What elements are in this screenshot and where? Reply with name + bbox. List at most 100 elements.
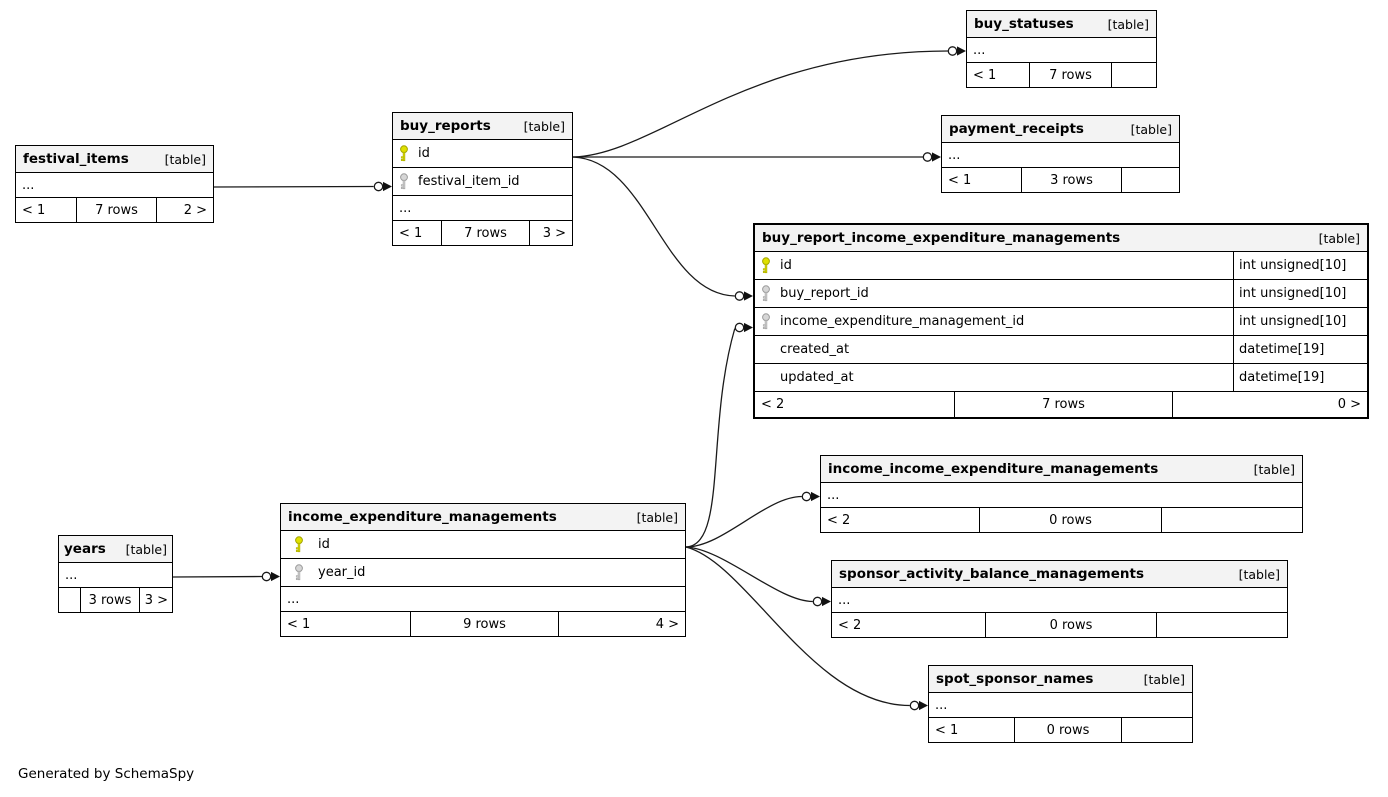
table-footer: < 1 7 rows 2 > xyxy=(16,198,213,222)
relationship-buy_reports-buy_report_income_expenditure_managements xyxy=(572,156,753,301)
zero-or-one-circle xyxy=(812,596,823,607)
row-count: 9 rows xyxy=(410,612,558,636)
table-tag: [table] xyxy=(1253,461,1295,477)
table-header: income_income_expenditure_managements [t… xyxy=(821,456,1302,483)
table-header: sponsor_activity_balance_managements [ta… xyxy=(832,561,1287,588)
row-count: 0 rows xyxy=(1014,718,1121,742)
child-count: 2 > xyxy=(156,198,213,222)
child-count xyxy=(1121,168,1179,192)
parent-count: < 2 xyxy=(761,397,785,412)
table-tag: [table] xyxy=(1238,566,1280,582)
table-footer: < 1 0 rows xyxy=(929,718,1192,742)
table-sponsor_activity_balance_managements: sponsor_activity_balance_managements [ta… xyxy=(831,560,1288,638)
relationship-buy_reports-payment_receipts xyxy=(573,152,941,162)
column-type: int unsigned[10] xyxy=(1233,252,1361,279)
crow-arrow-icon xyxy=(271,571,280,582)
table-header: buy_reports [table] xyxy=(393,113,572,140)
row-count: 7 rows xyxy=(76,198,156,222)
columns-ellipsis: ... xyxy=(967,38,1156,63)
column-row: id int unsigned[10] xyxy=(755,252,1367,280)
column-name: id xyxy=(418,146,430,161)
table-tag: [table] xyxy=(523,118,565,134)
zero-or-one-circle xyxy=(734,291,745,301)
columns-ellipsis: ... xyxy=(59,563,172,588)
table-name[interactable]: payment_receipts xyxy=(949,121,1084,137)
table-years: years [table] ... 3 rows 3 > xyxy=(58,535,173,613)
column-type: int unsigned[10] xyxy=(1233,280,1361,307)
parent-count: < 1 xyxy=(935,722,959,738)
crow-arrow-icon xyxy=(932,152,941,162)
table-name[interactable]: sponsor_activity_balance_managements xyxy=(839,566,1144,582)
child-count xyxy=(1111,63,1156,87)
zero-or-one-circle xyxy=(922,152,933,162)
column-type: datetime[19] xyxy=(1233,336,1361,363)
foreign-key-icon xyxy=(399,173,409,190)
table-name[interactable]: festival_items xyxy=(23,151,129,167)
foreign-key-icon xyxy=(761,285,771,302)
column-name: updated_at xyxy=(780,370,854,385)
column-name: income_expenditure_management_id xyxy=(780,314,1025,329)
table-name[interactable]: buy_report_income_expenditure_management… xyxy=(762,230,1121,246)
zero-or-one-circle xyxy=(909,700,920,711)
crow-arrow-icon xyxy=(822,596,831,607)
row-count: 0 rows xyxy=(979,508,1161,532)
column-row: buy_report_id int unsigned[10] xyxy=(755,280,1367,308)
columns-ellipsis: ... xyxy=(942,143,1179,168)
parent-count: < 1 xyxy=(22,202,46,218)
table-name[interactable]: buy_reports xyxy=(400,118,491,134)
crow-arrow-icon xyxy=(383,181,392,192)
table-tag: [table] xyxy=(1143,671,1185,687)
row-count: 7 rows xyxy=(954,392,1172,417)
column-name: festival_item_id xyxy=(418,174,520,189)
child-count xyxy=(1121,718,1192,742)
column-row: created_at datetime[19] xyxy=(755,336,1367,364)
table-name[interactable]: buy_statuses xyxy=(974,16,1074,32)
zero-or-one-circle xyxy=(734,322,745,333)
table-spot_sponsor_names: spot_sponsor_names [table] ... < 1 0 row… xyxy=(928,665,1193,743)
relationship-income_expenditure_managements-buy_report_income_expenditure_managements xyxy=(685,322,753,548)
table-tag: [table] xyxy=(125,541,167,557)
table-header: income_expenditure_managements [table] xyxy=(281,504,685,531)
table-header: payment_receipts [table] xyxy=(942,116,1179,143)
relationship-buy_reports-buy_statuses xyxy=(572,46,966,158)
crow-arrow-icon xyxy=(744,322,753,333)
column-row: updated_at datetime[19] xyxy=(755,364,1367,392)
primary-key-icon xyxy=(399,145,409,162)
table-name[interactable]: spot_sponsor_names xyxy=(936,671,1094,687)
table-name[interactable]: years xyxy=(64,541,106,557)
relationship-festival_items-buy_reports xyxy=(213,181,392,192)
crow-arrow-icon xyxy=(744,291,753,301)
table-header: spot_sponsor_names [table] xyxy=(929,666,1192,693)
table-name[interactable]: income_expenditure_managements xyxy=(288,509,557,525)
parent-count: < 2 xyxy=(838,617,862,633)
columns-ellipsis: ... xyxy=(16,173,213,198)
table-name[interactable]: income_income_expenditure_managements xyxy=(828,461,1159,477)
crow-arrow-icon xyxy=(811,491,820,502)
parent-count: < 1 xyxy=(399,225,423,241)
parent-count xyxy=(59,588,80,612)
parent-count: < 2 xyxy=(827,512,851,528)
child-count xyxy=(1156,613,1287,637)
column-row: income_expenditure_management_id int uns… xyxy=(755,308,1367,336)
column-name: year_id xyxy=(318,565,366,580)
columns-ellipsis: ... xyxy=(821,483,1302,508)
table-festival_items: festival_items [table] ... < 1 7 rows 2 … xyxy=(15,145,214,223)
zero-or-one-circle xyxy=(261,571,272,582)
column-row: id xyxy=(393,140,572,168)
columns-ellipsis: ... xyxy=(281,587,685,612)
table-tag: [table] xyxy=(1130,121,1172,137)
table-header: festival_items [table] xyxy=(16,146,213,173)
column-type: int unsigned[10] xyxy=(1233,308,1361,335)
column-name: id xyxy=(318,537,330,552)
table-payment_receipts: payment_receipts [table] ... < 1 3 rows xyxy=(941,115,1180,193)
table-footer: < 2 0 rows xyxy=(832,613,1287,637)
foreign-key-icon xyxy=(294,564,304,581)
table-footer: < 1 7 rows 3 > xyxy=(393,221,572,245)
zero-or-one-circle xyxy=(801,491,812,502)
table-tag: [table] xyxy=(636,509,678,525)
table-buy_reports: buy_reports [table] id festival_item_id … xyxy=(392,112,573,246)
column-type: datetime[19] xyxy=(1233,364,1361,391)
zero-or-one-circle xyxy=(373,181,384,192)
row-count: 3 rows xyxy=(1021,168,1121,192)
